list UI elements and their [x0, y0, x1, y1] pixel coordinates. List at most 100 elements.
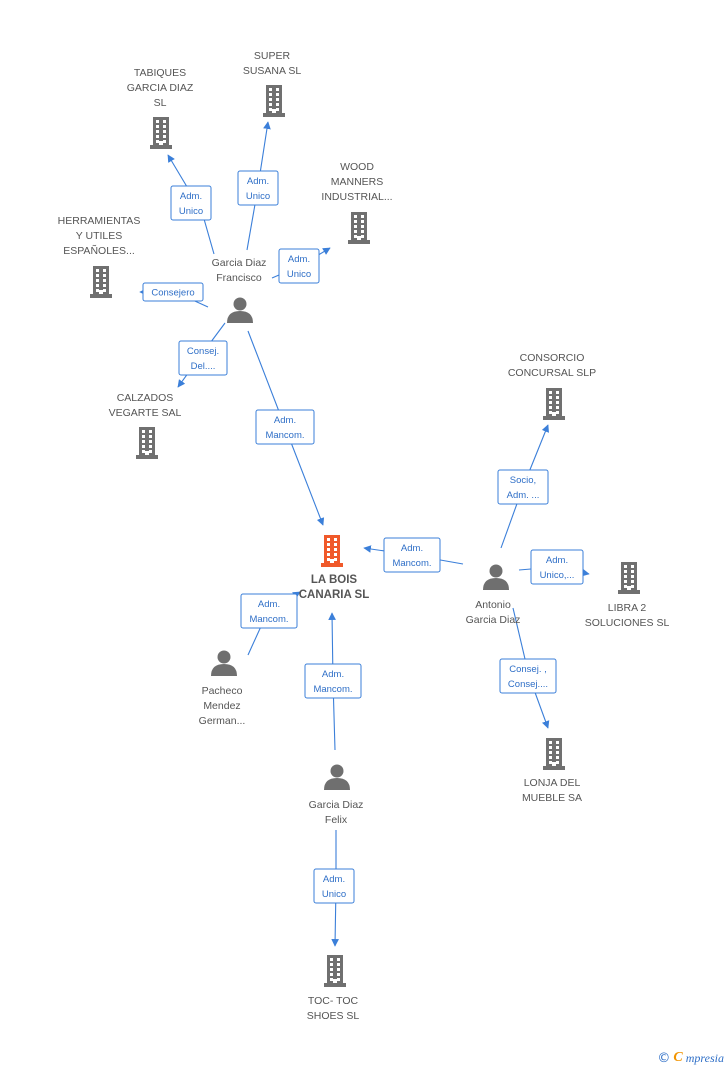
edge-antonio-to-la-bois[interactable]: Adm.Mancom.	[363, 537, 464, 573]
node-label: CONCURSAL SLP	[508, 367, 596, 379]
building-icon	[90, 266, 112, 298]
building-icon	[136, 427, 158, 459]
node-wood-manners[interactable]: WOODMANNERSINDUSTRIAL...	[321, 161, 393, 244]
edge-label-text: Adm.	[247, 176, 269, 187]
node-label: ESPAÑOLES...	[63, 244, 135, 257]
edge-label-text: Mancom.	[392, 558, 431, 569]
edge-garcia-francisco-to-herramientas[interactable]: Consejero	[139, 282, 209, 308]
brand-logo-initial: C	[673, 1050, 683, 1065]
edge-garcia-felix-to-la-bois[interactable]: Adm.Mancom.	[304, 612, 362, 751]
node-label: MUEBLE SA	[522, 792, 582, 804]
node-label: CANARIA SL	[299, 589, 370, 601]
node-label: SOLUCIONES SL	[585, 617, 670, 629]
node-label: HERRAMIENTAS	[58, 215, 141, 227]
node-label: Mendez	[203, 700, 240, 712]
building-icon-main	[321, 535, 343, 567]
edge-label-text: Mancom.	[265, 430, 304, 441]
edge-label-box	[497, 469, 549, 505]
building-icon	[543, 388, 565, 420]
node-label: LONJA DEL	[524, 777, 581, 789]
edge-garcia-francisco-to-super-susana[interactable]: Adm. Unico	[237, 121, 279, 251]
edge-label-text: Adm.	[258, 599, 280, 610]
edge-label-text: Mancom.	[313, 684, 352, 695]
edge-label-text: Adm.	[323, 874, 345, 885]
node-label: Felix	[325, 814, 348, 826]
person-icon	[324, 764, 350, 790]
edge-label-box	[255, 409, 315, 445]
edge-label-box	[170, 185, 212, 221]
node-label: TOC- TOC	[308, 995, 359, 1007]
edge-antonio-to-libra2[interactable]: Adm.Unico,...	[518, 549, 590, 585]
node-label: German...	[199, 715, 246, 727]
node-label: GARCIA DIAZ	[127, 82, 194, 94]
node-label: WOOD	[340, 161, 374, 173]
node-label: VEGARTE SAL	[109, 407, 182, 419]
edge-garcia-francisco-to-tabiques[interactable]: Adm.Unico	[167, 154, 215, 255]
edge-label-box	[178, 340, 228, 376]
edge-garcia-francisco-to-la-bois[interactable]: Adm. Mancom.	[247, 330, 325, 526]
node-label: SL	[154, 97, 167, 109]
edge-antonio-to-consorcio[interactable]: Socio, Adm. ...	[497, 424, 549, 549]
building-icon	[543, 738, 565, 770]
building-icon	[618, 562, 640, 594]
edge-label-box	[313, 868, 355, 904]
edge-antonio-to-lonja[interactable]: Consej. ,Consej....	[499, 607, 557, 729]
building-icon	[263, 85, 285, 117]
edge-label-text: Adm. ...	[507, 490, 540, 501]
edge-garcia-felix-to-toc-toc[interactable]: Adm. Unico	[313, 830, 355, 947]
node-label: INDUSTRIAL...	[321, 191, 392, 203]
node-label: Garcia Diaz	[309, 799, 364, 811]
edge-label-text: Mancom.	[249, 614, 288, 625]
edge-label-text: Adm.	[546, 555, 568, 566]
copyright-symbol: ©	[657, 1050, 671, 1066]
node-label: LIBRA 2	[608, 602, 647, 614]
edge-label-text: Unico	[246, 191, 270, 202]
edge-label-text: Adm.	[288, 254, 310, 265]
building-icon	[150, 117, 172, 149]
edge-label-text: Unico	[287, 269, 311, 280]
person-icon	[211, 650, 237, 676]
node-label: SHOES SL	[307, 1010, 360, 1022]
node-label: Y UTILES	[76, 230, 123, 242]
edge-label-box	[304, 663, 362, 699]
edge-garcia-francisco-to-wood-manners[interactable]: Adm. Unico	[271, 247, 331, 284]
node-label: Pacheco	[202, 685, 243, 697]
edges-layer: Adm.UnicoAdm.UnicoAdm.UnicoConsejeroCons…	[139, 121, 590, 947]
edge-label-text: Consejero	[151, 288, 194, 299]
edge-garcia-francisco-to-calzados[interactable]: Consej.Del....	[177, 322, 228, 388]
node-toc-toc[interactable]: TOC- TOC SHOES SL	[307, 955, 360, 1022]
edge-label-box	[278, 248, 320, 284]
node-label: SUSANA SL	[243, 65, 302, 77]
node-herramientas[interactable]: HERRAMIENTAS Y UTILES ESPAÑOLES...	[58, 215, 141, 298]
brand-logo-text: mpresia	[685, 1050, 724, 1065]
node-calzados[interactable]: CALZADOS VEGARTE SAL	[109, 392, 182, 459]
edge-label-text: Consej. ,	[509, 664, 547, 675]
person-icon	[483, 564, 509, 590]
building-icon	[348, 212, 370, 244]
edge-label-text: Unico	[179, 206, 203, 217]
edge-label-text: Unico	[322, 889, 346, 900]
node-pacheco[interactable]: PachecoMendezGerman...	[199, 650, 246, 728]
edge-label-text: Adm.	[274, 415, 296, 426]
node-label: Antonio	[475, 599, 511, 611]
edge-label-text: Socio,	[510, 475, 536, 486]
node-label: CALZADOS	[117, 392, 174, 404]
edge-pacheco-to-la-bois[interactable]: Adm. Mancom.	[240, 591, 301, 656]
edge-label-text: Del....	[191, 361, 216, 372]
building-icon	[324, 955, 346, 987]
edge-label-box	[240, 593, 298, 629]
person-icon	[227, 297, 253, 323]
node-label: Garcia Diaz	[466, 614, 521, 626]
node-lonja[interactable]: LONJA DEL MUEBLE SA	[522, 738, 582, 804]
edge-label-box	[383, 537, 441, 573]
node-libra2[interactable]: LIBRA 2 SOLUCIONES SL	[585, 562, 670, 629]
